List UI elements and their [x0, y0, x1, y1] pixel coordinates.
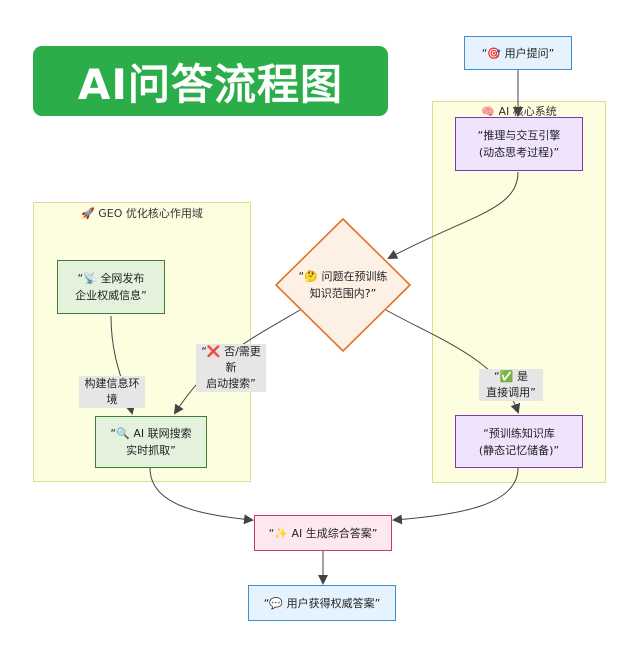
- thinking-face-icon: 🤔: [304, 270, 318, 283]
- title-banner: AI问答流程图: [33, 46, 388, 116]
- node-final: “💬 用户获得权威答案”: [248, 585, 396, 621]
- node-publish: “📡 全网发布 企业权威信息”: [57, 260, 165, 314]
- brain-icon: 🧠: [481, 105, 495, 118]
- edge-label-build: 构建信息环境: [79, 376, 145, 408]
- decision-diamond: [274, 217, 412, 353]
- cluster-geo-label: 🚀 GEO 优化核心作用域: [81, 207, 203, 220]
- check-mark-icon: ✅: [499, 370, 514, 383]
- speech-bubble-icon: 💬: [269, 596, 284, 610]
- target-icon: 🎯: [487, 46, 502, 60]
- edge-knowledge-to-generate: [392, 467, 519, 525]
- sparkles-icon: ✨: [274, 526, 288, 540]
- broadcast-icon: 📡: [83, 272, 97, 285]
- node-knowledge: “预训练知识库 (静态记忆储备)”: [455, 415, 583, 468]
- edge-search-to-generate: [149, 467, 254, 525]
- node-search: “🔍 AI 联网搜索 实时抓取”: [95, 416, 207, 468]
- node-reasoning: “推理与交互引擎 (动态思考过程)”: [455, 117, 583, 171]
- rocket-icon: 🚀: [81, 207, 95, 220]
- edge-reasoning-to-decision: [387, 171, 519, 259]
- edge-label-yes: “✅ 是 直接调用”: [479, 369, 543, 401]
- page-title: AI问答流程图: [77, 59, 344, 109]
- cross-mark-icon: ❌: [206, 345, 221, 358]
- node-user-question: “🎯 用户提问”: [464, 36, 572, 70]
- edge-label-no: “❌ 否/需更新 启动搜索”: [196, 344, 266, 392]
- node-decision-text: “🤔 问题在预训练 知识范围内?”: [298, 270, 388, 300]
- node-generate: “✨ AI 生成综合答案”: [254, 515, 392, 551]
- magnifier-icon: 🔍: [116, 427, 130, 440]
